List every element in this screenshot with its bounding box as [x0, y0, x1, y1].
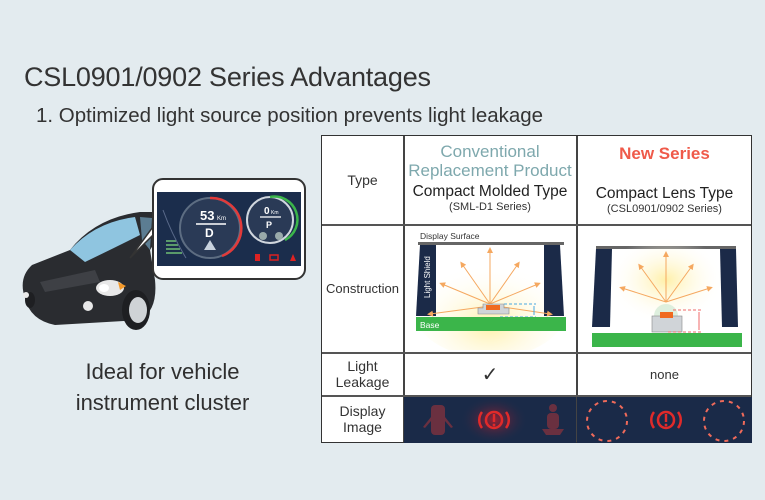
conventional-type-name: Compact Molded Type: [412, 183, 568, 200]
tagline-line-1: Ideal for vehicle: [85, 359, 240, 384]
light-shield-label: Light Shield: [423, 256, 432, 298]
conventional-construction-diagram: Display Surface Light Shield Base: [410, 231, 570, 350]
row-label-light-leakage: Light Leakage: [335, 358, 390, 390]
conventional-series: (SML-D1 Series): [449, 201, 531, 213]
display-surface-label: Display Surface: [420, 231, 480, 241]
row-label-display-image: Display Image: [339, 403, 386, 435]
checkmark-icon: ✓: [481, 363, 499, 386]
new-series-heading: New Series: [619, 144, 710, 163]
right-gauge-unit: Km: [271, 210, 279, 216]
seatbelt-person-icon: [542, 403, 564, 435]
base-label: Base: [420, 320, 440, 330]
right-gauge-speed: 0: [264, 206, 270, 217]
car-illustration: 53 Km D 0 Km P: [22, 178, 306, 330]
left-gauge-unit: Km: [217, 216, 226, 222]
dashed-circle-icon: [586, 399, 628, 442]
new-series-display-image: [577, 396, 752, 443]
new-series-type-name: Compact Lens Type: [595, 185, 734, 202]
new-series-leakage-cell: none: [650, 366, 679, 382]
left-gauge-gear: D: [205, 226, 214, 240]
new-series-type-cell: New Series Compact Lens Type (CSL0901/09…: [577, 138, 752, 224]
conventional-heading: Conventional: [440, 142, 540, 161]
tagline: Ideal for vehicle instrument cluster: [40, 356, 285, 418]
seat-icon: [423, 404, 453, 435]
new-series-construction-diagram: [592, 236, 742, 347]
dashed-circle-icon: [703, 399, 745, 442]
row-label-type: Type: [347, 172, 378, 188]
brake-warning-icon: [478, 410, 510, 429]
new-series-series: (CSL0901/0902 Series): [607, 203, 722, 215]
page-subtitle: 1. Optimized light source position preve…: [36, 104, 544, 127]
row-label-construction: Construction: [326, 280, 399, 296]
conventional-leakage-cell: ✓: [404, 353, 576, 395]
conventional-type-cell: Conventional Replacement Product Compact…: [404, 138, 576, 224]
brake-warning-icon: [650, 410, 682, 429]
right-gauge-gear: P: [266, 220, 272, 230]
comparison-table: Type Conventional Replacement Product Co…: [321, 135, 752, 443]
conventional-heading-2: Replacement Product: [408, 161, 572, 180]
tagline-line-2: instrument cluster: [75, 390, 250, 415]
conventional-display-image: [404, 396, 576, 443]
left-gauge-speed: 53: [200, 208, 214, 223]
page-title: CSL0901/0902 Series Advantages: [24, 62, 431, 92]
